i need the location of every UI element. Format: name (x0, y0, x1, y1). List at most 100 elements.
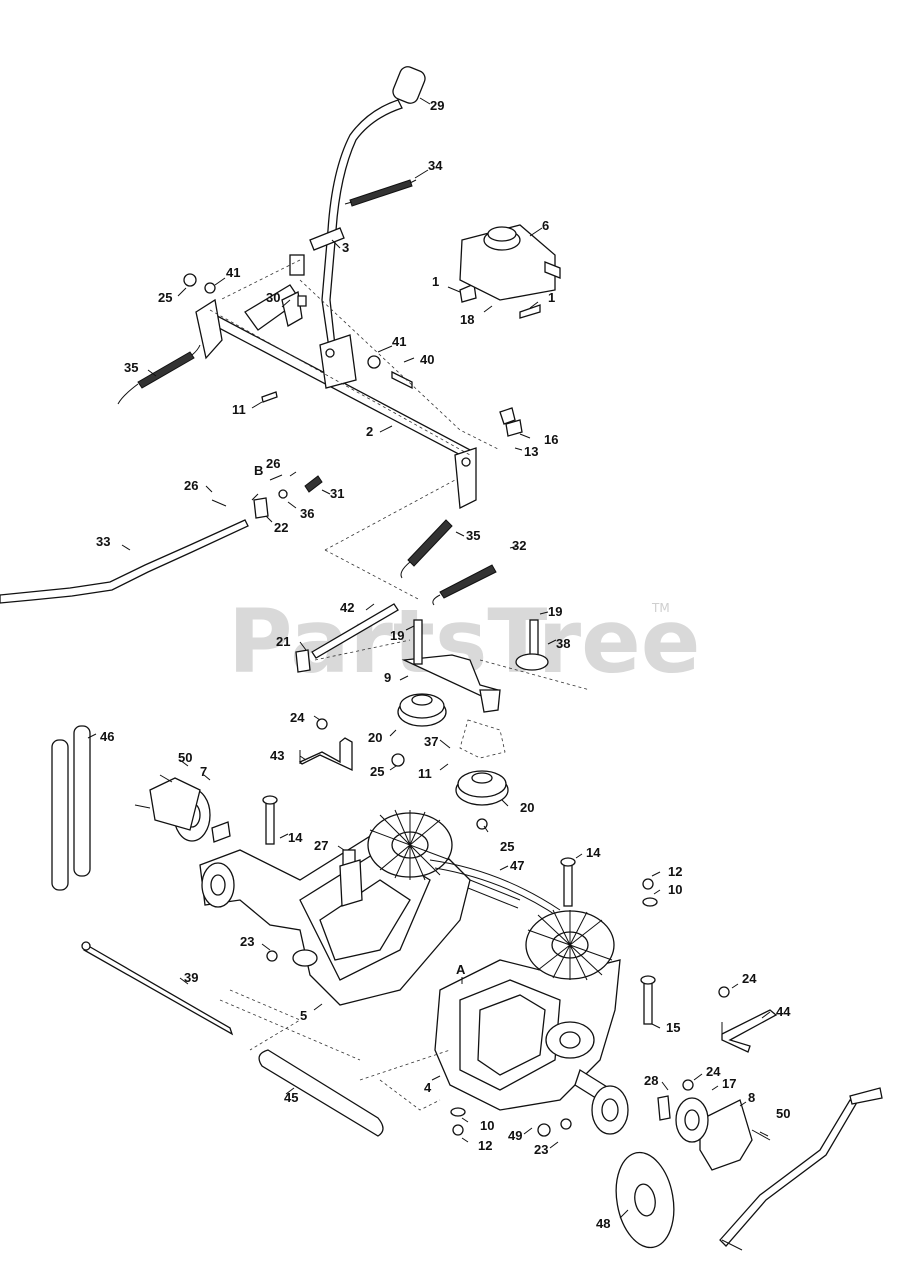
pulley-20-lower (455, 770, 509, 830)
label-42: 42 (340, 600, 354, 615)
label-33: 33 (96, 534, 110, 549)
label-31: 31 (330, 486, 344, 501)
cooling-fan-left (367, 809, 453, 881)
label-19b: 19 (548, 604, 562, 619)
label-30: 30 (266, 290, 280, 305)
label-49: 49 (508, 1128, 522, 1143)
label-22: 22 (274, 520, 288, 535)
label-40: 40 (420, 352, 434, 367)
label-12: 12 (668, 864, 682, 879)
label-A: A (456, 962, 466, 977)
label-41: 41 (226, 265, 240, 280)
label-32: 32 (512, 538, 526, 553)
label-26b: 26 (184, 478, 198, 493)
cooling-fan-right (525, 909, 615, 981)
trademark: TM (651, 601, 670, 615)
label-20b: 20 (520, 800, 534, 815)
label-23b: 23 (534, 1142, 548, 1157)
label-26: 26 (266, 456, 280, 471)
label-41b: 41 (392, 334, 406, 349)
label-34: 34 (428, 158, 443, 173)
label-23: 23 (240, 934, 254, 949)
tube-45 (258, 1049, 384, 1137)
hub-8 (591, 1085, 771, 1249)
label-7: 7 (200, 764, 207, 779)
label-28: 28 (644, 1073, 658, 1088)
label-29: 29 (430, 98, 444, 113)
label-14: 14 (288, 830, 303, 845)
label-10b: 10 (480, 1118, 494, 1133)
label-25: 25 (158, 290, 172, 305)
label-25b: 25 (370, 764, 384, 779)
label-27: 27 (314, 838, 328, 853)
label-35: 35 (124, 360, 138, 375)
label-48: 48 (596, 1216, 610, 1231)
spring-32 (432, 564, 497, 606)
label-1: 1 (432, 274, 439, 289)
rod-42 (295, 603, 399, 673)
label-9: 9 (384, 670, 391, 685)
motion-control-lever (309, 66, 426, 356)
label-10: 10 (668, 882, 682, 897)
leader-lines (87, 97, 771, 1219)
linkage-rod-right (719, 1087, 883, 1251)
label-3: 3 (342, 240, 349, 255)
nuts-washers (266, 878, 730, 1137)
label-B: B (254, 463, 263, 478)
label-12b: 12 (478, 1138, 492, 1153)
brake-rod-43 (298, 718, 353, 772)
label-45: 45 (284, 1090, 298, 1105)
label-21: 21 (276, 634, 290, 649)
spring-34 (344, 179, 417, 207)
label-24b: 24 (742, 971, 757, 986)
spring-35-lower (400, 519, 453, 579)
label-25c: 25 (500, 839, 514, 854)
label-24: 24 (290, 710, 305, 725)
control-shaft-2 (195, 254, 477, 510)
label-20: 20 (368, 730, 382, 745)
drive-belt-47 (429, 859, 561, 919)
hardware-small (183, 273, 541, 437)
label-50b: 50 (776, 1106, 790, 1121)
label-17: 17 (722, 1076, 736, 1091)
transaxle-4 (434, 959, 621, 1111)
label-14b: 14 (586, 845, 601, 860)
idler-bracket-9 (401, 619, 549, 759)
label-36: 36 (300, 506, 314, 521)
fuel-tank-6 (459, 224, 561, 301)
tubes-46 (51, 725, 91, 891)
reference-lines (209, 259, 591, 1111)
label-46: 46 (100, 729, 114, 744)
small-parts-22 (211, 474, 323, 519)
rod-39 (81, 941, 234, 1036)
label-1b: 1 (548, 290, 555, 305)
label-2: 2 (366, 424, 373, 439)
label-37: 37 (424, 734, 438, 749)
label-43: 43 (270, 748, 284, 763)
label-13: 13 (524, 444, 538, 459)
rod-44 (721, 1009, 778, 1053)
label-50: 50 (178, 750, 192, 765)
callout-labels: 29 34 3 6 41 25 1 30 18 1 35 41 40 11 2 … (96, 98, 791, 1231)
label-15: 15 (666, 1020, 680, 1035)
label-19: 19 (390, 628, 404, 643)
label-24c: 24 (706, 1064, 721, 1079)
label-6: 6 (542, 218, 549, 233)
label-47: 47 (510, 858, 524, 873)
label-39: 39 (184, 970, 198, 985)
label-16: 16 (544, 432, 558, 447)
label-5: 5 (300, 1008, 307, 1023)
hub-7 (134, 774, 231, 843)
pulley-20-upper (391, 693, 447, 767)
label-18: 18 (460, 312, 474, 327)
spring-35-upper (117, 344, 201, 405)
label-11b: 11 (418, 766, 432, 781)
label-4: 4 (424, 1080, 432, 1095)
label-8: 8 (748, 1090, 755, 1105)
bolts-14 (262, 795, 656, 1025)
label-35b: 35 (466, 528, 480, 543)
label-11: 11 (232, 402, 246, 417)
label-44: 44 (776, 1004, 791, 1019)
